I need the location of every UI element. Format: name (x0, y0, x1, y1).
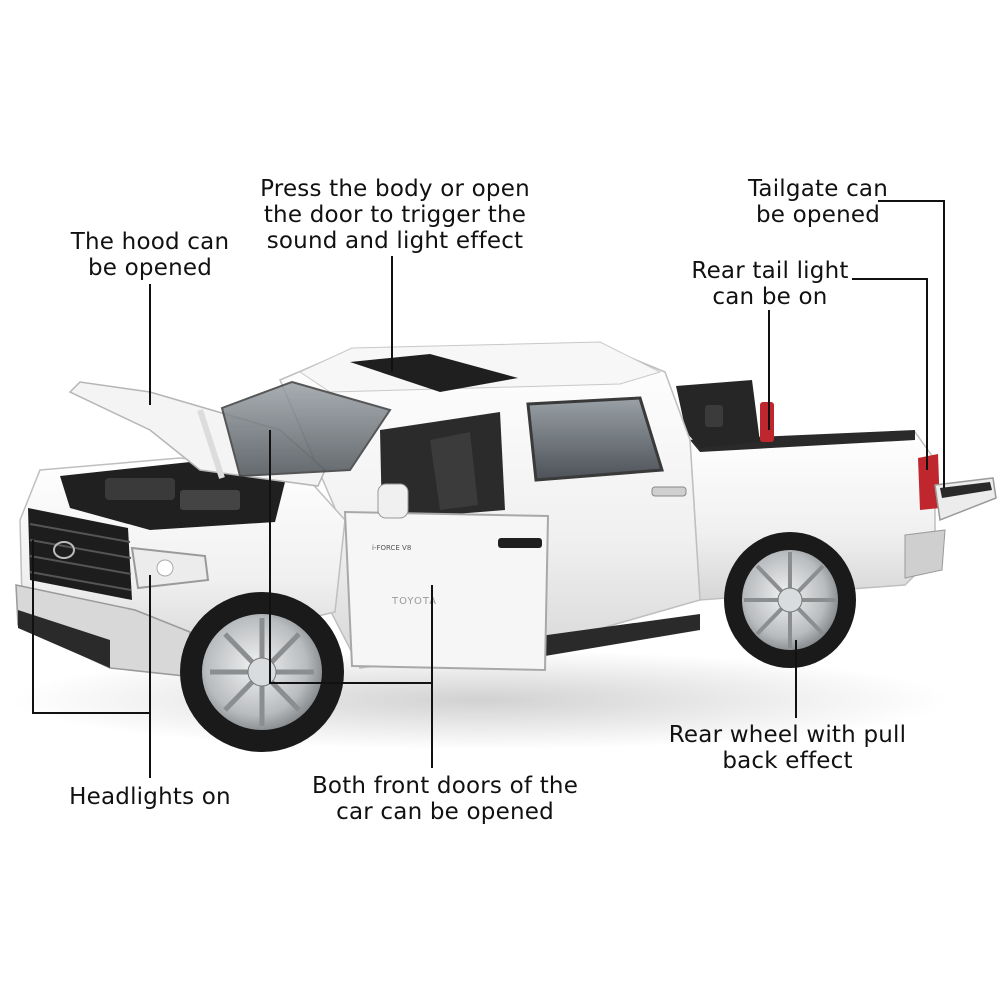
bumper-lower (18, 610, 110, 668)
callout-tailgate-line1: Tailgate can (747, 176, 888, 202)
headlights-leader (32, 540, 151, 778)
tailgate-liner (940, 482, 992, 498)
callout-headlights: Headlights on (45, 784, 255, 810)
callout-hood-line1: The hood can (70, 229, 230, 255)
leader-lines (32, 200, 945, 778)
toolbox-latch (705, 405, 723, 427)
running-board (540, 614, 700, 656)
door-badge: i-FORCE V8 (372, 544, 411, 552)
open-front-door (343, 510, 550, 672)
doors-leader (269, 430, 433, 768)
side-mirror (377, 483, 409, 519)
callout-sound-line3: sound and light effect (266, 228, 524, 254)
callout-tail-light-line2: can be on (712, 284, 828, 310)
rear-door-handle (651, 486, 687, 497)
callout-rear-wheel: Rear wheel with pull back effect (650, 722, 925, 774)
tail-light-leader (852, 278, 928, 470)
callout-rear-wheel-line1: Rear wheel with pull (668, 722, 907, 748)
grille-bars (29, 523, 132, 591)
callout-tail-light-line1: Rear tail light (691, 258, 849, 284)
rear-wheel (724, 532, 856, 668)
callout-headlights-line1: Headlights on (69, 784, 231, 810)
rear-tail-light-near (760, 402, 774, 442)
engine-block (180, 490, 240, 510)
tailgate-leader (878, 200, 945, 488)
headlight-lens (156, 559, 174, 577)
front-wheel (180, 592, 344, 752)
engine-cover (105, 478, 175, 500)
callout-hood: The hood can be opened (60, 229, 240, 281)
callout-doors: Both front doors of the car can be opene… (290, 773, 600, 825)
front-seat (430, 432, 478, 510)
hood-strut (197, 409, 225, 479)
callout-tail-light: Rear tail light can be on (670, 258, 870, 310)
rear-bumper (904, 529, 946, 579)
callout-sound: Press the body or open the door to trigg… (240, 176, 550, 254)
door-brand-text: TOYOTA (391, 596, 437, 607)
bed-rail (690, 430, 915, 452)
callout-sound-line2: the door to trigger the (263, 202, 527, 228)
windshield (220, 380, 392, 478)
door-handle (498, 538, 542, 548)
callout-hood-line2: be opened (87, 255, 212, 281)
grille-emblem (53, 541, 75, 559)
callout-sound-line1: Press the body or open (260, 176, 530, 202)
callout-doors-line2: car can be opened (336, 799, 554, 825)
callout-rear-wheel-line2: back effect (722, 748, 853, 774)
rear-tail-light-far (918, 454, 940, 510)
rear-side-window (526, 396, 664, 482)
callout-doors-line1: Both front doors of the (311, 773, 579, 799)
callout-tailgate: Tailgate can be opened (728, 176, 908, 228)
callout-tailgate-line2: be opened (755, 202, 880, 228)
